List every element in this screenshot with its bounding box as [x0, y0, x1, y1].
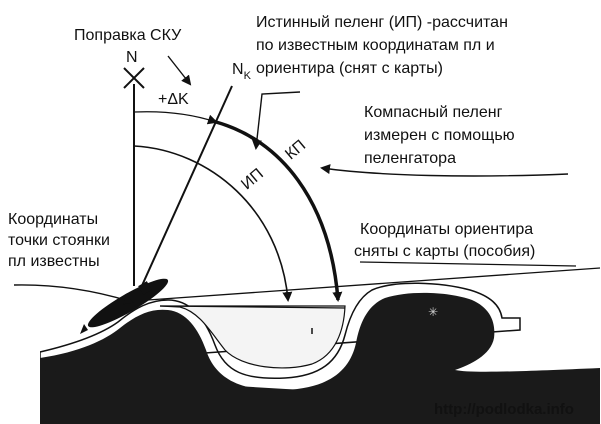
landmark-leader-line	[359, 261, 577, 267]
dark-seabed	[40, 292, 600, 400]
sea-surface-gap	[0, 326, 40, 424]
true-bearing-leader-arrow	[251, 91, 301, 150]
kp-arc	[215, 120, 343, 302]
delta-k-label: +ΔK	[158, 91, 189, 108]
watermark-url: http://podlodka.info	[434, 401, 574, 418]
compass-bearing-text-1: Компасный пеленг	[364, 104, 503, 121]
landmark-coords-text-1: Координаты ориентира	[360, 221, 533, 238]
sku-leader-arrow	[167, 55, 192, 86]
compass-bearing-text-2: измерен с помощью	[364, 127, 515, 144]
compass-bearing-text-3: пеленгатора	[364, 150, 456, 167]
true-bearing-text-2: по известным координатам пл и	[256, 37, 495, 54]
sub-coords-leader-arrow	[13, 284, 134, 305]
compass-bearing-leader-arrow	[320, 164, 569, 177]
delta-k-arc	[133, 111, 218, 125]
bay-interior	[159, 305, 346, 369]
ip-label: ИП	[238, 166, 267, 194]
kp-label: КП	[282, 137, 309, 163]
sub-coords-text-2: точки стоянки	[8, 232, 110, 249]
compass-north-label: NK	[232, 61, 252, 82]
landmark-coords-text-2: сняты с карты (пособия)	[354, 243, 535, 260]
true-bearing-text-3: ориентира (снят с карты)	[256, 60, 443, 77]
north-label: N	[126, 49, 138, 66]
sku-correction-label: Поправка СКУ	[74, 27, 182, 44]
dark-seabed-lower	[40, 370, 600, 424]
true-bearing-text-1: Истинный пеленг (ИП) -рассчитан	[256, 14, 508, 31]
north-cross-icon	[123, 67, 145, 89]
ip-arc	[133, 145, 293, 302]
compass-north-line	[139, 85, 233, 291]
landmark-star-icon: ✳	[428, 305, 438, 319]
sub-coords-text-1: Координаты	[8, 211, 98, 228]
bearing-line-to-landmark	[147, 267, 601, 301]
sub-coords-text-3: пл известны	[8, 253, 100, 270]
baseline	[159, 305, 346, 309]
